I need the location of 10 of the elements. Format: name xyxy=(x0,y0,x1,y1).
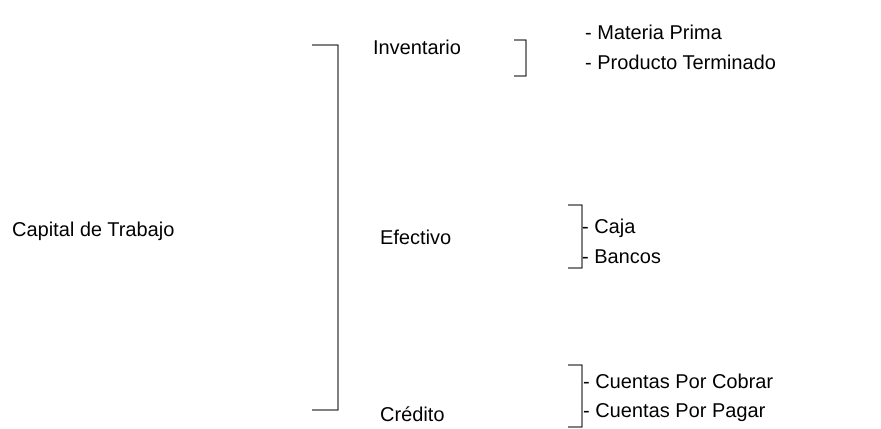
item-label: - Bancos xyxy=(582,245,661,269)
item-label: - Cuentas Por Cobrar xyxy=(583,370,774,394)
item-label: - Materia Prima xyxy=(585,21,722,45)
category-label: Inventario xyxy=(373,36,461,60)
category-label: Efectivo xyxy=(380,226,452,250)
item-label: - Producto Terminado xyxy=(585,51,776,75)
root-label: Capital de Trabajo xyxy=(12,218,174,242)
item-label: - Caja xyxy=(582,215,636,239)
item-label: - Cuentas Por Pagar xyxy=(583,399,766,423)
category-label: Crédito xyxy=(380,403,444,427)
